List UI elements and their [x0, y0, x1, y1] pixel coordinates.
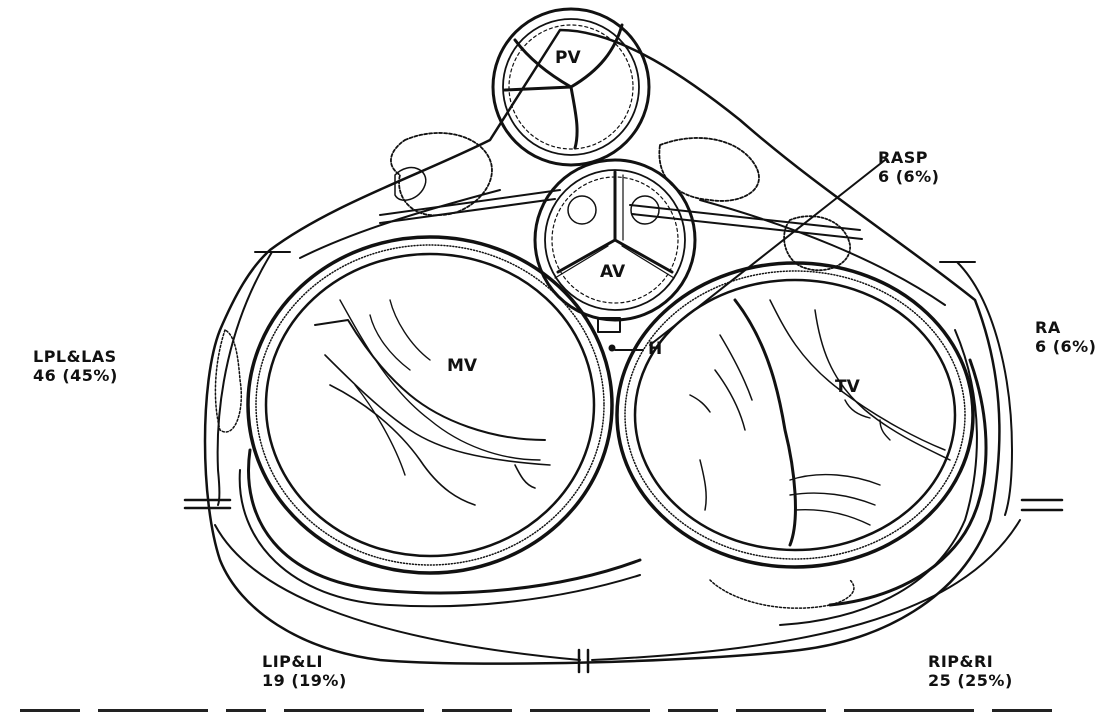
label-lpl-las-name: LPL&LAS [33, 347, 117, 366]
label-lpl-las: LPL&LAS 46 (45%) [33, 347, 118, 385]
upper-strut-right-2 [631, 213, 863, 240]
mv-leaflet-4 [339, 299, 541, 461]
label-ra-value: 6 (6%) [1035, 337, 1097, 356]
pv-ring-outer [491, 7, 651, 167]
mv-leaflet-3 [329, 384, 476, 506]
right-bracket [939, 261, 1013, 516]
pv-ring-core [508, 24, 634, 150]
tv-leaflet-3 [814, 309, 951, 461]
label-lpl-las-value: 46 (45%) [33, 366, 118, 385]
pv-label: PV [555, 48, 581, 68]
av-cusp-left [567, 195, 597, 225]
mv-leaflet-2 [324, 354, 551, 466]
label-rasp: RASP 6 (6%) [878, 148, 940, 186]
label-lip-li-value: 19 (19%) [262, 671, 347, 690]
label-rip-ri: RIP&RI 25 (25%) [928, 652, 1013, 690]
mv-annulus-outer [246, 235, 614, 575]
av-ring-outer [533, 158, 697, 322]
av-cusp-right [630, 195, 660, 225]
tissue-left [390, 132, 493, 216]
label-lip-li-name: LIP&LI [262, 652, 323, 671]
label-rip-ri-name: RIP&RI [928, 652, 994, 671]
membranous-septum [597, 317, 621, 333]
rasp-leader [649, 159, 886, 346]
av-label: AV [600, 262, 626, 282]
mv-annulus-inner [264, 252, 596, 558]
label-ra-name: RA [1035, 318, 1061, 337]
tv-annulus-inner [633, 278, 957, 552]
mv-leaflet-5 [369, 299, 431, 371]
upper-strut-left [379, 189, 561, 216]
label-rasp-name: RASP [878, 148, 928, 167]
tv-label: TV [835, 377, 860, 397]
his-bundle-dot [608, 344, 616, 352]
mv-leaflet-7 [514, 464, 536, 489]
bottom-break [577, 648, 590, 674]
av-commissures-2 [554, 174, 675, 279]
tissue-right [658, 137, 760, 202]
mv-leaflet-1 [314, 319, 546, 441]
mv-annulus-mid [255, 244, 605, 566]
label-rasp-value: 6 (6%) [878, 167, 940, 186]
bottom-bracket-left [214, 524, 581, 661]
upper-strut-right [629, 204, 861, 231]
tv-leaflet-4 [714, 334, 753, 431]
inner-outline [299, 189, 978, 626]
av-ring-inner [544, 169, 686, 311]
cropped-caption-strokes [20, 700, 1100, 712]
h-label: H [648, 339, 663, 359]
upper-strut-left-2 [379, 198, 556, 224]
tv-annulus-outer [615, 261, 975, 569]
label-rip-ri-value: 25 (25%) [928, 671, 1013, 690]
tissue-left-2 [394, 166, 427, 201]
left-break [183, 498, 232, 510]
av-commissures [556, 170, 674, 274]
mv-ring-tail [247, 448, 642, 595]
tissue-bottom [709, 579, 855, 609]
pv-commissures [503, 23, 624, 150]
tissue-right-2 [783, 215, 851, 272]
bottom-bracket-right [591, 519, 1021, 661]
pv-ring-inner [502, 18, 640, 156]
tv-annulus-mid [624, 270, 966, 560]
mv-leaflet-6 [354, 384, 406, 476]
tv-leaflet-7 [844, 399, 891, 441]
mv-label: MV [447, 356, 478, 376]
tv-leaflet-2 [769, 299, 946, 451]
mv-ring-tail-2 [238, 469, 641, 608]
tv-leaflet-1 [733, 298, 797, 547]
tissue-left-lower [214, 329, 242, 433]
tv-leaflet-5 [689, 394, 711, 511]
tv-ring-tail [828, 358, 988, 607]
label-ra: RA 6 (6%) [1035, 318, 1097, 356]
left-bracket [216, 251, 291, 506]
right-break [1020, 498, 1064, 512]
tv-leaflet-6 [789, 473, 881, 526]
label-lip-li: LIP&LI 19 (19%) [262, 652, 347, 690]
